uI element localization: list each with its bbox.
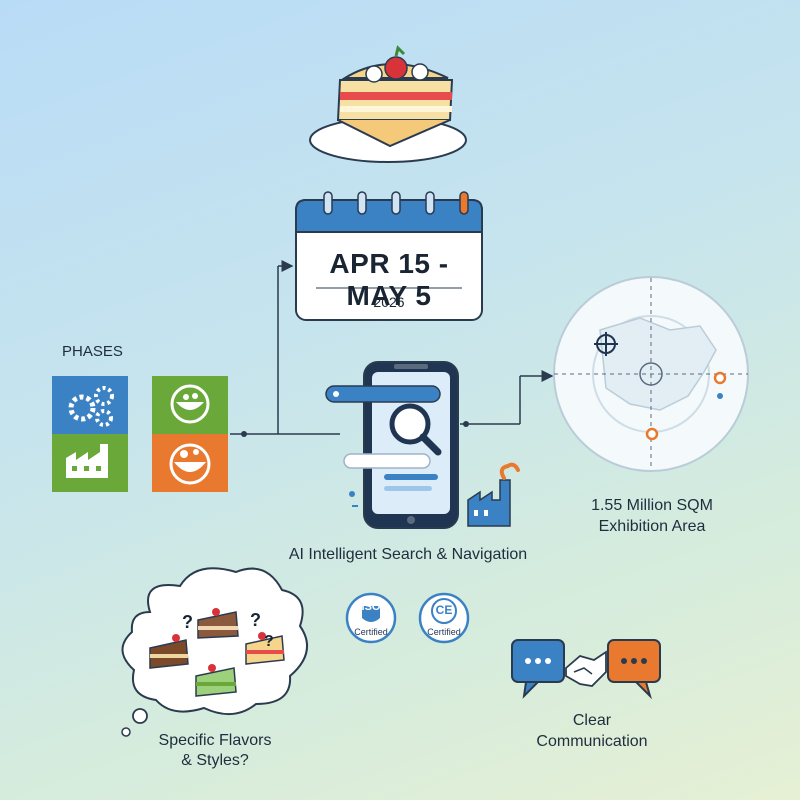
ce-mark: CE <box>435 603 453 617</box>
phase-tile-factory <box>52 434 128 492</box>
calendar-icon <box>295 191 483 321</box>
iso-certified-badge <box>345 592 397 644</box>
cake-chocolate-icon <box>149 634 189 669</box>
cake-strawberry-icon <box>197 608 239 639</box>
cake-matcha-icon <box>195 664 237 697</box>
connector-lines <box>230 260 554 435</box>
communication-label-line1: Clear <box>572 712 612 729</box>
exhibition-map-icon <box>553 276 749 472</box>
connector-dot <box>463 421 469 427</box>
calendar-date-range: APR 15 - MAY 5 <box>329 248 449 311</box>
exhibition-area-line1: 1.55 Million SQM <box>591 497 713 514</box>
ce-certified-label: Certified <box>427 627 461 637</box>
iso-mark: ISO <box>361 601 381 613</box>
handshake-icon <box>565 650 607 687</box>
ce-certified-badge <box>418 592 470 644</box>
speech-bubble-blue-icon <box>511 639 565 699</box>
cake-slice-icon <box>309 45 467 163</box>
question-mark: ? <box>264 633 274 650</box>
calendar-year: 2026 <box>373 294 405 310</box>
speech-bubble-orange-icon <box>607 639 661 700</box>
question-mark: ? <box>250 610 261 630</box>
search-navigation-label: AI Intelligent Search & Navigation <box>288 546 528 563</box>
cake-cream-icon <box>245 632 285 665</box>
flavors-label-line1: Specific Flavors <box>158 732 272 749</box>
factory-icon <box>467 462 520 527</box>
phases-title: PHASES <box>62 343 123 360</box>
flavors-label-line2: & Styles? <box>181 752 249 769</box>
thought-bubble-icon <box>121 567 309 737</box>
phase-tile-food-bowl <box>152 434 228 492</box>
connector-dot <box>241 431 247 437</box>
iso-certified-label: Certified <box>354 627 388 637</box>
phase-tile-gears <box>52 376 128 434</box>
question-mark: ? <box>182 612 193 632</box>
exhibition-area-line2: Exhibition Area <box>598 518 706 535</box>
smartphone-search-icon <box>325 361 459 529</box>
communication-label-line2: Communication <box>536 733 648 750</box>
phase-tile-bowl <box>152 376 228 434</box>
